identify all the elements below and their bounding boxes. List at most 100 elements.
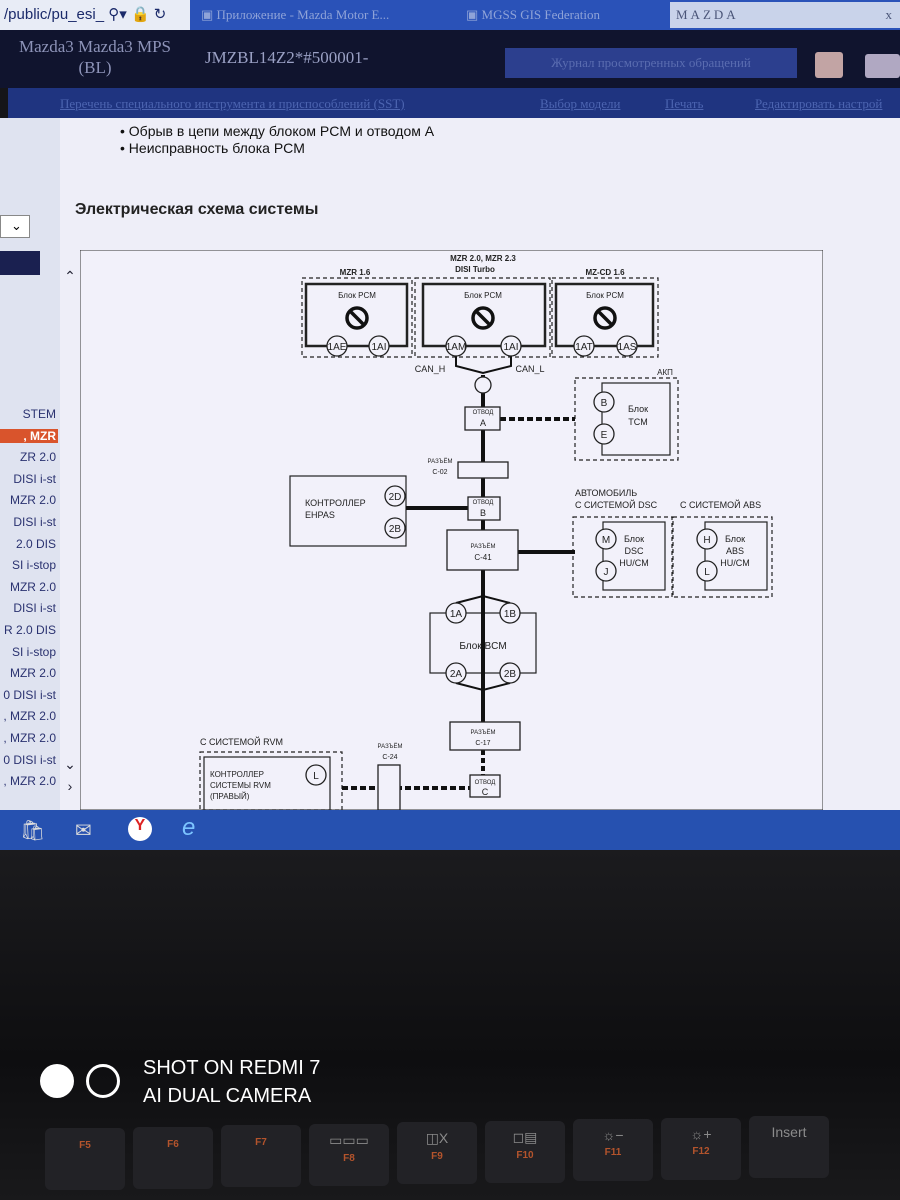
connector-pin — [696, 560, 718, 582]
connector-pin — [593, 391, 615, 413]
sidebar-item[interactable]: 0 DISI i-st — [3, 687, 56, 702]
sidebar-item[interactable]: R 2.0 DIS — [3, 623, 56, 637]
nav-edit-settings[interactable]: Редактировать настрой — [755, 96, 883, 111]
sidebar-item[interactable]: , MZR — [0, 428, 58, 443]
nav-model-select[interactable]: Выбор модели — [540, 96, 621, 111]
key-f5[interactable]: F5 — [45, 1128, 125, 1190]
journal-button[interactable]: Журнал просмотренных обращений — [505, 48, 797, 78]
diagram-label: CAN_L — [515, 364, 544, 374]
diagram-label: L — [313, 771, 319, 782]
sidebar-item[interactable]: MZR 2.0 — [9, 579, 56, 594]
diagram-label: Блок — [624, 534, 644, 544]
diagram-label: MZ-CD 1.6 — [585, 268, 625, 277]
store-icon[interactable]: 🛍 — [20, 820, 46, 842]
section-heading: Электрическая схема системы — [75, 201, 319, 218]
diagram-label: Блок BCM — [459, 641, 506, 652]
sidebar-item[interactable]: DISI i-st — [13, 601, 56, 616]
diagram-label: H — [703, 535, 710, 546]
connector-pin — [445, 602, 467, 624]
diagram-label: 1AS — [618, 342, 637, 353]
sidebar-item[interactable]: SI i-stop — [11, 558, 56, 573]
diagram-label: 2B — [389, 524, 402, 535]
yandex-browser-icon[interactable]: Y — [128, 817, 152, 841]
diagram-label: J — [604, 567, 609, 578]
key-insert[interactable]: Insert — [749, 1116, 829, 1178]
export-icon[interactable] — [865, 54, 900, 78]
connector-pin — [500, 335, 522, 357]
connector-pin — [499, 602, 521, 624]
watermark-dot-icon — [40, 1064, 74, 1098]
diagram-label: РАЗЪЁМ — [378, 743, 403, 750]
address-bar[interactable]: /public/pu_esi_ ⚲▾ 🔒 ↻ — [0, 0, 190, 30]
key-f7[interactable]: F7 — [221, 1125, 301, 1187]
diagram-label: HU/CM — [720, 558, 750, 568]
connector-pin — [384, 517, 406, 539]
connector-pin — [595, 560, 617, 582]
key-f6[interactable]: F6 — [133, 1126, 213, 1189]
internet-explorer-icon[interactable]: e — [182, 814, 196, 841]
scroll-down-icon[interactable]: ⌄ — [64, 756, 76, 772]
sidebar-item[interactable]: MZR 2.0 — [9, 493, 56, 508]
connector-pin — [384, 485, 406, 507]
close-icon[interactable]: x — [885, 7, 893, 22]
connector-pin — [305, 764, 327, 786]
diagram-label: СИСТЕМЫ RVM — [210, 781, 271, 790]
diagram-label: TCM — [628, 417, 648, 427]
diagram-label: РАЗЪЁМ — [471, 729, 496, 736]
diagram-label: (ПРАВЫЙ) — [210, 792, 250, 801]
sidebar-dropdown[interactable]: ⌄ — [0, 215, 30, 238]
connector-pin — [368, 335, 390, 357]
sidebar-header — [0, 251, 40, 275]
connector-pin — [595, 528, 617, 550]
diagram-label: ОТВОД — [473, 410, 494, 416]
vin: JMZBL14Z2*#500001- — [205, 48, 369, 67]
sidebar-item[interactable]: 2.0 DIS — [15, 536, 56, 551]
diagram-label: 1A — [450, 609, 463, 620]
diagram-label: С СИСТЕМОЙ RVM — [200, 736, 283, 747]
tab-mgss[interactable]: ▣ MGSS GIS Federation — [466, 7, 600, 22]
search-icon[interactable]: ⚲▾ — [108, 6, 127, 23]
diagram-label: 1AE — [328, 342, 347, 353]
tab-icon: ▣ — [201, 7, 217, 22]
tab-mazda-motor[interactable]: ▣ Приложение - Mazda Motor E... — [201, 7, 390, 22]
sidebar-item[interactable]: SI i-stop — [11, 644, 56, 659]
sidebar-item[interactable]: 0 DISI i-st — [3, 752, 56, 767]
diagram-label: B — [601, 398, 608, 409]
diagram-label: C-41 — [474, 553, 492, 562]
mail-icon[interactable]: ✉ — [75, 820, 92, 842]
sidebar-item[interactable]: , MZR 2.0 — [3, 731, 56, 745]
connector-pin — [696, 528, 718, 550]
key-f10[interactable]: ◻▤F10 — [485, 1120, 565, 1183]
diagram-label: 2A — [450, 669, 463, 680]
diagram-label: ОТВОД — [473, 500, 494, 506]
sidebar-item[interactable]: MZR 2.0 — [9, 666, 56, 681]
nav-bar — [8, 88, 900, 118]
scroll-up-icon[interactable]: ⌃ — [64, 268, 76, 284]
nav-sst[interactable]: Перечень специального инструмента и прис… — [60, 96, 405, 111]
diagram-label: С СИСТЕМОЙ DSC — [575, 499, 658, 510]
diagram-label: CAN_H — [415, 364, 446, 374]
key-f12[interactable]: ☼+F12 — [661, 1117, 741, 1180]
sidebar-item[interactable]: DISI i-st — [13, 471, 56, 486]
diagram-label: 1AI — [503, 342, 518, 353]
sidebar-item[interactable]: ZR 2.0 — [19, 450, 56, 465]
sidebar-item[interactable]: DISI i-st — [13, 515, 56, 529]
manual-icon[interactable] — [815, 52, 843, 78]
refresh-icon[interactable]: ↻ — [153, 6, 167, 23]
watermark-ring-icon — [86, 1064, 120, 1098]
scroll-right-icon[interactable]: › — [67, 778, 73, 794]
connector-pin — [445, 335, 467, 357]
diagram-label: Блок — [725, 534, 745, 544]
sidebar-item[interactable]: STEM — [22, 407, 56, 421]
nav-print[interactable]: Печать — [665, 96, 704, 111]
sidebar-item[interactable]: , MZR 2.0 — [3, 709, 56, 724]
key-f8[interactable]: ▭▭▭F8 — [309, 1123, 389, 1186]
key-f11[interactable]: ☼−F11 — [573, 1119, 653, 1181]
diagram-label: КОНТРОЛЛЕР — [305, 498, 366, 508]
diagram-label: MZR 1.6 — [340, 268, 371, 277]
sidebar-item[interactable]: , MZR 2.0 — [3, 774, 56, 789]
